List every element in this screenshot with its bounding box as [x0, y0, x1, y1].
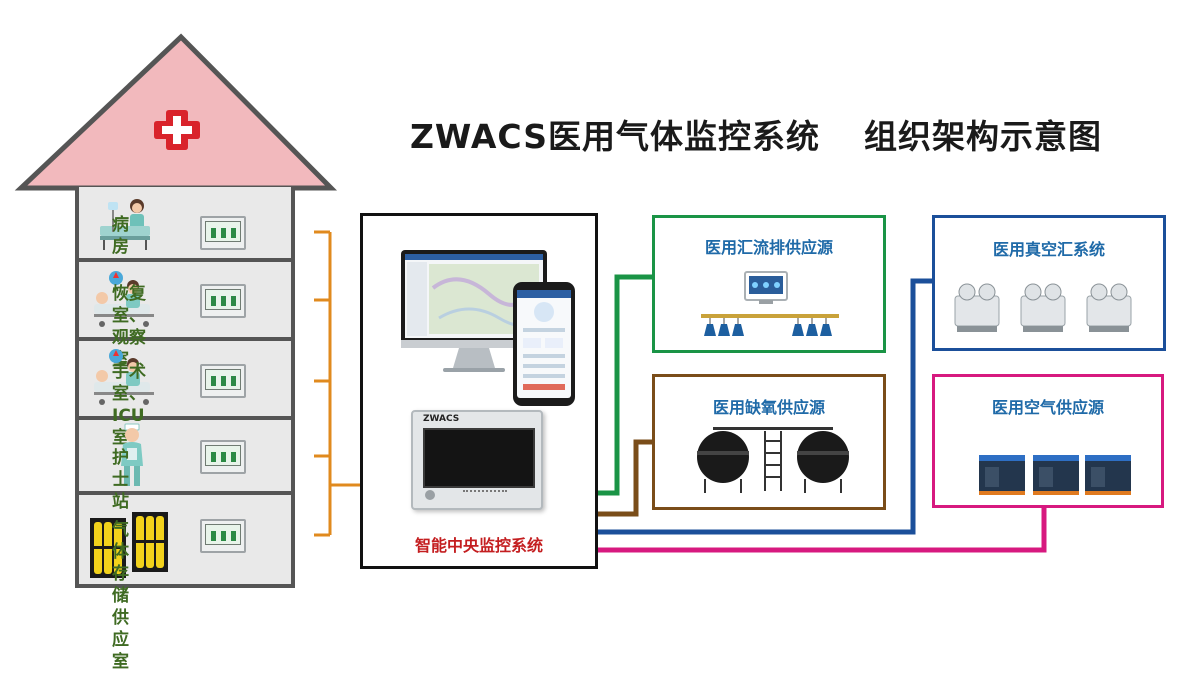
- floor-divider: [75, 337, 295, 341]
- connection-lines: [314, 230, 1047, 553]
- subsystem-vacuum: 医用真空汇系统: [932, 215, 1166, 351]
- ward-bed-icon: [100, 199, 150, 250]
- vacuum-link: [592, 278, 932, 535]
- floor-monitor-panel: [200, 216, 246, 250]
- device-screen: [423, 428, 535, 488]
- subsystem-label: 医用空气供应源: [991, 398, 1104, 417]
- floor-label-gas-storage: 气体存储 供应室: [112, 520, 129, 672]
- central-monitoring-system: ZWACS 智能中央监控系统: [360, 213, 598, 569]
- gas-cylinders-icon: [90, 512, 168, 578]
- air-link: [592, 505, 1047, 553]
- title-main: ZWACS医用气体监控系统: [410, 117, 820, 156]
- subsystem-oxygen: 医用缺氧供应源: [652, 374, 886, 510]
- manifold-link: [592, 274, 652, 496]
- floor-label-nurse-station: 护士站: [112, 448, 129, 512]
- surgery-patient-icon: [94, 349, 154, 405]
- subsystem-label: 医用汇流排供应源: [704, 238, 833, 257]
- subsystem-label: 医用缺氧供应源: [712, 398, 825, 417]
- floor-monitor-panel: [200, 364, 246, 398]
- manifold-icon: [701, 271, 839, 336]
- central-system-label: 智能中央监控系统: [414, 536, 543, 555]
- device-brand: ZWACS: [423, 414, 460, 424]
- air-compressor-icon: [979, 455, 1131, 495]
- subsystem-air: 医用空气供应源: [932, 374, 1164, 508]
- hospital-building: 病房 恢复室、 观察室: [0, 0, 340, 672]
- device-buttons: [463, 490, 507, 500]
- red-cross-icon: [154, 110, 200, 150]
- floor-divider: [75, 258, 295, 262]
- smartphone-icon: [513, 282, 575, 406]
- oxygen-link: [592, 439, 652, 517]
- floor-label-surgery: 手术室、 ICU室: [112, 362, 146, 448]
- diagram-title: ZWACS医用气体监控系统 组织架构示意图: [410, 110, 1102, 158]
- device-knob: [425, 490, 435, 500]
- floor-label-ward: 病房: [112, 215, 129, 257]
- subsystem-manifold: 医用汇流排供应源: [652, 215, 886, 353]
- floor-monitor-panel: [200, 519, 246, 553]
- title-sub: 组织架构示意图: [863, 117, 1102, 156]
- floor-divider: [75, 416, 295, 420]
- floor-bus-lines: [314, 230, 360, 537]
- subsystem-label: 医用真空汇系统: [992, 240, 1105, 259]
- recovery-patient-icon: [94, 271, 154, 327]
- floor-monitor-panel: [200, 284, 246, 318]
- vacuum-pump-icon: [954, 283, 1132, 332]
- floor-monitor-panel: [200, 440, 246, 474]
- floor-divider: [75, 491, 295, 495]
- oxygen-tank-icon: [697, 427, 849, 493]
- nurse-icon: [121, 423, 143, 486]
- central-panel-device: ZWACS: [411, 410, 543, 510]
- roof: [14, 33, 338, 191]
